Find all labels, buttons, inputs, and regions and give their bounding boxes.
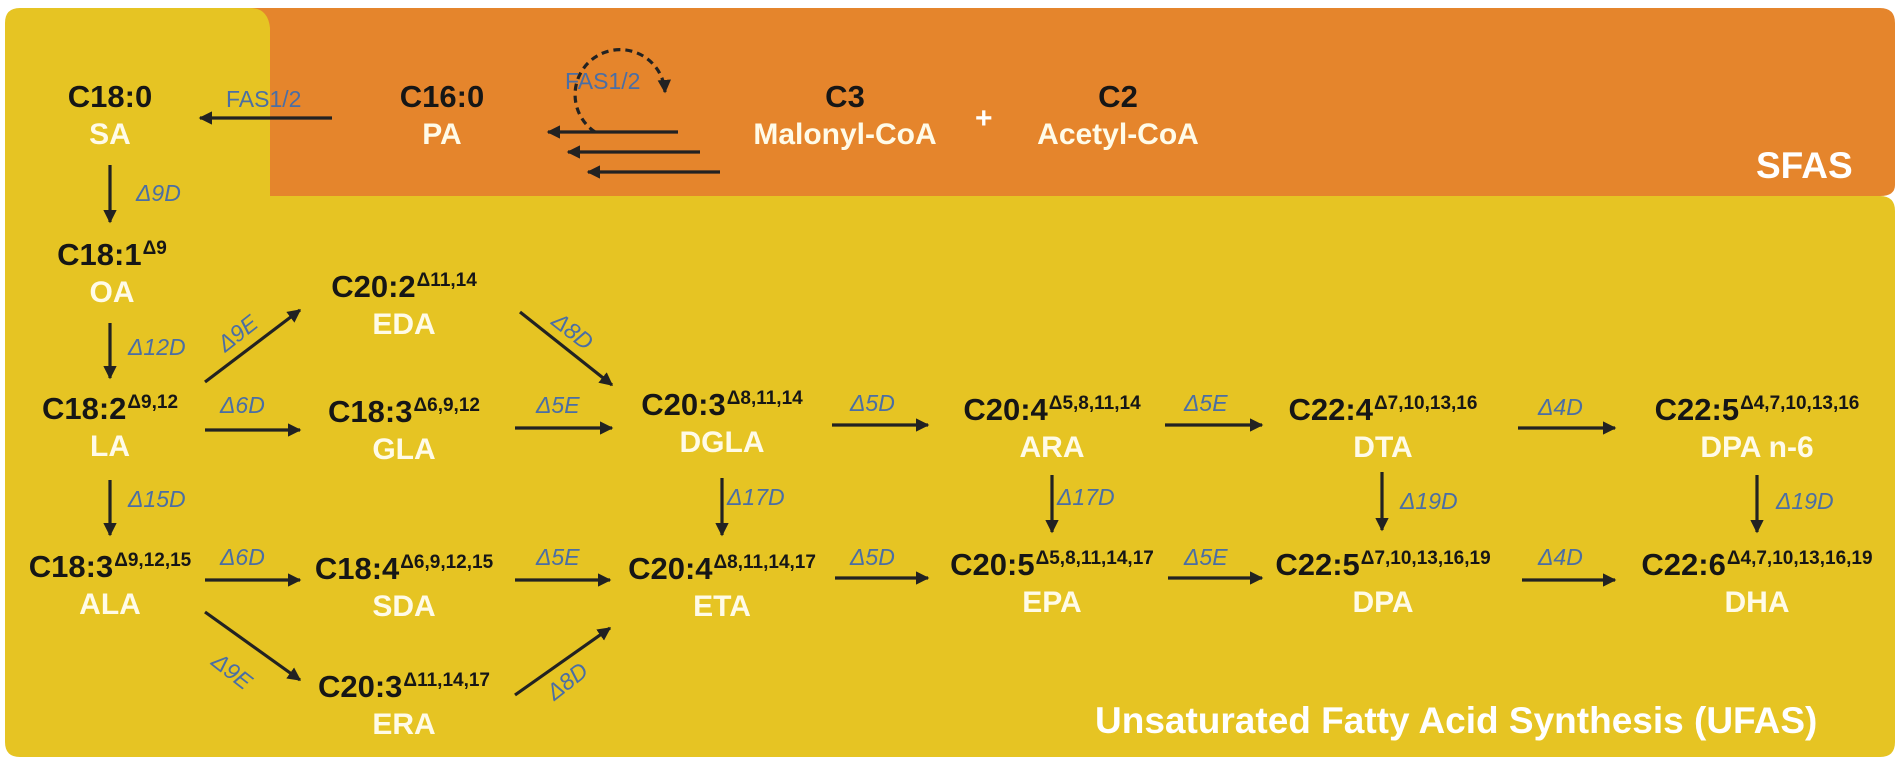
node-la-sup: Δ9,12 (127, 392, 179, 413)
enzyme-eta-epa: Δ5D (850, 544, 895, 570)
node-dpa-formula: C22:5Δ7,10,13,16,19 (1275, 547, 1491, 582)
node-c3-abbr: Malonyl-CoA (753, 118, 937, 151)
node-dha-formula: C22:6Δ4,7,10,13,16,19 (1641, 547, 1873, 582)
node-oa-formula: C18:1Δ9 (57, 237, 167, 272)
enzyme-la-gla: Δ6D (220, 392, 265, 418)
node-dpa-n6-sup: Δ4,7,10,13,16 (1740, 393, 1860, 414)
node-dpa-n6-abbr: DPA n-6 (1700, 431, 1814, 464)
node-dgla-sup: Δ8,11,14 (726, 388, 803, 409)
node-sa-formula: C18:0 (67, 79, 153, 114)
node-era-sup: Δ11,14,17 (403, 670, 491, 691)
node-ara-sup: Δ5,8,11,14 (1048, 393, 1141, 414)
node-c3-formula: C3 (825, 79, 865, 114)
node-dha: C22:6Δ4,7,10,13,16,19 DHA (1641, 548, 1872, 622)
enzyme-ara-dta: Δ5E (1184, 390, 1228, 416)
node-gla-abbr: GLA (372, 433, 436, 466)
node-eta-abbr: ETA (693, 590, 751, 623)
node-ara: C20:4Δ5,8,11,14 ARA (963, 393, 1140, 467)
node-dha-sup: Δ4,7,10,13,16,19 (1726, 548, 1873, 569)
enzyme-gla-dgla: Δ5E (536, 392, 580, 418)
enzyme-dta-dpan6: Δ4D (1538, 394, 1583, 420)
enzyme-ala-sda: Δ6D (220, 544, 265, 570)
node-epa: C20:5Δ5,8,11,14,17 EPA (950, 548, 1154, 622)
ufas-region (5, 8, 1895, 757)
node-eda-sup: Δ11,14 (416, 270, 477, 291)
node-la-formula: C18:2Δ9,12 (41, 391, 179, 426)
node-dpa-n6: C22:5Δ4,7,10,13,16 DPA n-6 (1655, 393, 1860, 467)
enzyme-oa-la: Δ12D (128, 334, 186, 360)
node-dta-sup: Δ7,10,13,16 (1373, 393, 1478, 414)
node-ala: C18:3Δ9,12,15 ALA (29, 550, 192, 624)
node-dgla-formula: C20:3Δ8,11,14 (641, 387, 803, 422)
ufas-label: Unsaturated Fatty Acid Synthesis (UFAS) (1095, 700, 1818, 741)
node-c2-formula: C2 (1098, 79, 1138, 114)
node-oa-sup: Δ9 (142, 238, 167, 259)
node-gla-sup: Δ6,9,12 (413, 395, 480, 416)
node-eta: C20:4Δ8,11,14,17 ETA (628, 552, 816, 626)
node-epa-formula: C20:5Δ5,8,11,14,17 (950, 547, 1154, 582)
enzyme-dpa-dha: Δ4D (1538, 544, 1583, 570)
enzyme-la-ala: Δ15D (128, 486, 186, 512)
node-epa-sup: Δ5,8,11,14,17 (1035, 548, 1154, 569)
enzyme-sa-oa: Δ9D (136, 180, 181, 206)
node-la-abbr: LA (89, 430, 130, 463)
node-dta: C22:4Δ7,10,13,16 DTA (1289, 393, 1478, 467)
node-ara-formula: C20:4Δ5,8,11,14 (963, 392, 1141, 427)
node-dha-abbr: DHA (1724, 586, 1790, 619)
node-sda-formula: C18:4Δ6,9,12,15 (314, 551, 494, 586)
node-dta-abbr: DTA (1353, 431, 1413, 464)
node-ara-abbr: ARA (1019, 431, 1085, 464)
node-era-abbr: ERA (372, 708, 436, 741)
node-oa: C18:1Δ9 OA (57, 238, 167, 312)
node-pa-abbr: PA (422, 118, 462, 151)
node-dpa-sup: Δ7,10,13,16,19 (1360, 548, 1491, 569)
node-dpa-n6-formula: C22:5Δ4,7,10,13,16 (1654, 392, 1860, 427)
node-dta-formula: C22:4Δ7,10,13,16 (1288, 392, 1478, 427)
enzyme-epa-dpa: Δ5E (1184, 544, 1228, 570)
node-eda-abbr: EDA (372, 308, 436, 341)
node-ala-abbr: ALA (79, 588, 141, 621)
enzyme-fas-pa-sa: FAS1/2 (226, 86, 302, 112)
plus-sign: + (975, 102, 993, 135)
node-eda-formula: C20:2Δ11,14 (331, 269, 477, 304)
node-sda: C18:4Δ6,9,12,15 SDA (315, 552, 493, 626)
node-era-formula: C20:3Δ11,14,17 (317, 669, 491, 704)
enzyme-dta-dpa: Δ19D (1400, 488, 1458, 514)
node-dpa: C22:5Δ7,10,13,16,19 DPA (1275, 548, 1490, 622)
enzyme-dgla-eta: Δ17D (727, 484, 785, 510)
node-eda: C20:2Δ11,14 EDA (331, 270, 477, 344)
node-oa-abbr: OA (89, 276, 135, 309)
node-pa: C16:0 PA (400, 80, 484, 154)
node-sda-sup: Δ6,9,12,15 (400, 552, 494, 573)
node-sa: C18:0 SA (68, 80, 152, 154)
node-gla-formula: C18:3Δ6,9,12 (328, 394, 480, 429)
node-sa-abbr: SA (89, 118, 131, 151)
node-c2: C2 Acetyl-CoA (1037, 80, 1199, 154)
node-dpa-abbr: DPA (1352, 586, 1414, 619)
enzyme-fas-loop: FAS1/2 (565, 68, 641, 94)
sfas-label: SFAS (1756, 145, 1853, 186)
node-sda-abbr: SDA (372, 590, 436, 623)
node-eta-sup: Δ8,11,14,17 (713, 552, 816, 573)
node-ala-formula: C18:3Δ9,12,15 (28, 549, 192, 584)
node-dgla: C20:3Δ8,11,14 DGLA (641, 388, 802, 462)
node-la: C18:2Δ9,12 LA (42, 392, 178, 466)
enzyme-ara-epa: Δ17D (1057, 484, 1115, 510)
node-gla: C18:3Δ6,9,12 GLA (328, 395, 480, 469)
node-c3: C3 Malonyl-CoA (753, 80, 936, 154)
node-era: C20:3Δ11,14,17 ERA (318, 670, 490, 744)
enzyme-dpan6-dha: Δ19D (1776, 488, 1834, 514)
enzyme-sda-eta: Δ5E (536, 544, 580, 570)
node-pa-formula: C16:0 (399, 79, 485, 114)
node-epa-abbr: EPA (1022, 586, 1082, 619)
node-eta-formula: C20:4Δ8,11,14,17 (628, 551, 816, 586)
node-dgla-abbr: DGLA (679, 426, 765, 459)
node-c2-abbr: Acetyl-CoA (1037, 118, 1199, 151)
enzyme-dgla-ara: Δ5D (850, 390, 895, 416)
node-ala-sup: Δ9,12,15 (114, 550, 192, 571)
